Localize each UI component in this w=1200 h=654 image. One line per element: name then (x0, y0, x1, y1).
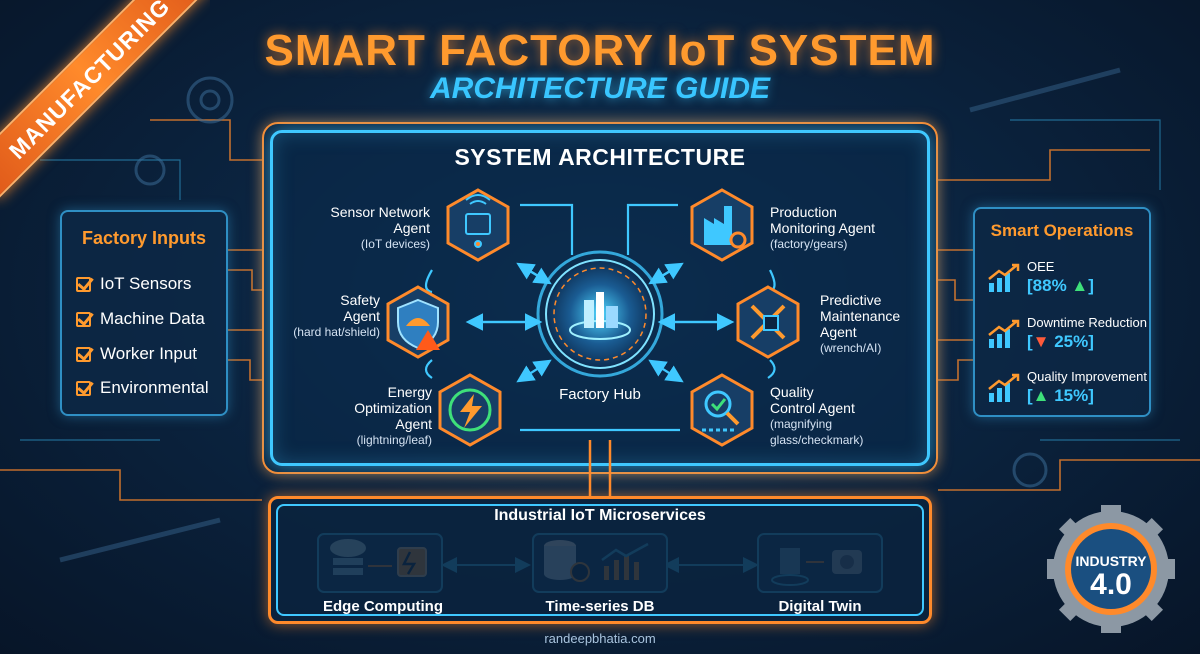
input-item: Environmental (76, 378, 209, 398)
service-time-series-db: Time-series DB (545, 598, 655, 615)
industry-gear-icon (1047, 505, 1175, 633)
footer-site[interactable]: randeepbhatia.com (544, 631, 656, 646)
factory-gears-icon (704, 206, 747, 249)
quality-control-agent: Quality Control Agent(magnifying glass/c… (770, 384, 864, 447)
page-title: SMART FACTORY IoT SYSTEM (264, 26, 936, 75)
iot-devices-icon (465, 194, 491, 248)
checkmark-icon (76, 311, 91, 327)
architecture-frame-outer (262, 122, 938, 474)
wrench-ai-icon (750, 304, 786, 340)
smart-operations-panel: Smart Operations OEE [88% ▲] Downtime Re… (973, 207, 1151, 417)
factory-inputs-title: Factory Inputs (81, 228, 206, 248)
metric-oee: OEE [88% ▲] (987, 259, 1147, 303)
industry-badge-version: 4.0 (1090, 568, 1132, 601)
magnifying-glass-icon (702, 390, 740, 432)
checkmark-icon (76, 346, 91, 362)
input-item: Machine Data (76, 309, 205, 329)
energy-optimization-agent: Energy Optimization Agent(lightning/leaf… (354, 384, 432, 447)
checkmark-icon (76, 380, 91, 396)
microservices-frame (268, 496, 932, 624)
production-monitoring-agent: Production Monitoring Agent(factory/gear… (770, 204, 876, 251)
sensor-network-agent: Sensor Network Agent(IoT devices) (330, 204, 430, 251)
trend-up-icon (988, 373, 1020, 402)
predictive-maintenance-agent: Predictive Maintenance Agent(wrench/AI) (820, 292, 901, 355)
factory-hub-icon (569, 292, 631, 340)
factory-hub-label: Factory Hub (559, 386, 641, 403)
metric-quality-improvement: Quality Improvement [▲ 15%] (987, 369, 1147, 413)
page-subtitle: ARCHITECTURE GUIDE (429, 72, 770, 105)
safety-agent: Safety Agent(hard hat/shield) (293, 292, 380, 339)
metric-downtime-reduction: Downtime Reduction [▼ 25%] (987, 315, 1147, 359)
checkmark-icon (76, 276, 91, 292)
smart-operations-title: Smart Operations (990, 221, 1134, 240)
trend-up-icon (988, 263, 1020, 292)
architecture-title: SYSTEM ARCHITECTURE (454, 144, 746, 170)
trend-up-icon (988, 319, 1020, 348)
metric-value: [88% ▲] (1027, 276, 1094, 295)
microservices-title: Industrial IoT Microservices (494, 507, 706, 524)
metric-value: [▲ 15%] (1027, 386, 1094, 405)
microservices-frame-inner (276, 504, 924, 616)
metric-value: [▼ 25%] (1027, 332, 1094, 351)
service-edge-computing: Edge Computing (323, 598, 443, 615)
input-item: IoT Sensors (76, 274, 191, 294)
industry-badge-label: INDUSTRY (1075, 553, 1147, 569)
input-item: Worker Input (76, 344, 197, 364)
service-digital-twin: Digital Twin (778, 598, 862, 615)
shield-icon (397, 298, 440, 350)
factory-inputs-panel: Factory Inputs IoT Sensors Machine Data … (60, 210, 228, 416)
lightning-leaf-icon (448, 388, 492, 432)
